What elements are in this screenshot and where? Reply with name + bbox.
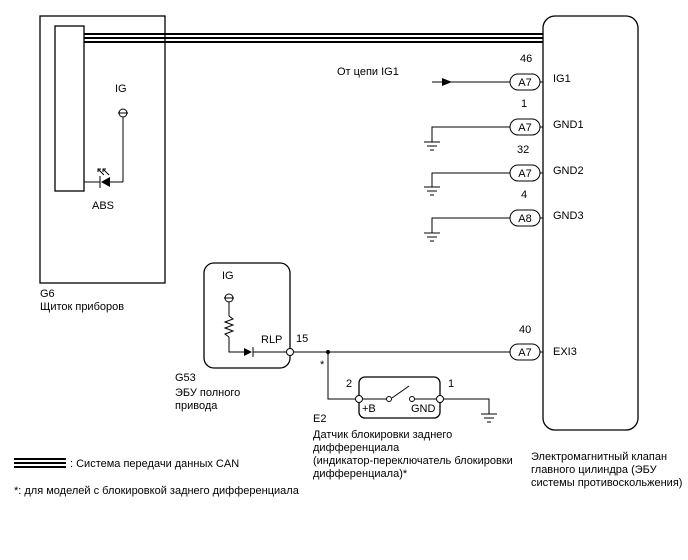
legend-note: *: для моделей с блокировкой заднего диф… — [14, 485, 300, 497]
g53-name-line2: привода — [175, 400, 218, 412]
pin-number-exi3: 40 — [519, 324, 531, 336]
pin-number-gnd3: 4 — [521, 189, 527, 201]
g53-rlp-label: RLP — [261, 334, 282, 346]
e2-name-line2: дифференциала — [313, 442, 400, 454]
pin-number-gnd1: 1 — [521, 98, 527, 110]
e2-pin-1: 1 — [448, 378, 454, 390]
e2-code: E2 — [313, 413, 326, 425]
can-bus-lines — [84, 33, 543, 43]
ecu-name-line2: главного цилиндра (ЭБУ — [531, 464, 658, 476]
connector-a7-gnd2: A7 — [509, 164, 541, 182]
svg-text:A8: A8 — [518, 213, 531, 225]
pin-number-ig1: 46 — [520, 53, 532, 65]
g6-code: G6 — [40, 288, 55, 300]
ig1-arrow-icon — [442, 78, 452, 86]
e2-switch-icon — [363, 385, 436, 402]
connector-a7-gnd1: A7 — [509, 118, 541, 136]
e2-terminal-1 — [436, 395, 444, 403]
ecu-pin-gnd3: GND3 — [553, 210, 584, 222]
connector-a7-ig1: A7 — [509, 73, 541, 91]
g6-abs-label: ABS — [92, 200, 114, 212]
g53-ig-label: IG — [222, 270, 234, 282]
e2-name-line4: дифференциала)* — [313, 468, 408, 480]
e2-terminal-2 — [355, 395, 363, 403]
abs-warning-led-icon — [84, 168, 110, 188]
svg-text:A7: A7 — [518, 347, 531, 359]
connector-a8-gnd3: A8 — [509, 209, 541, 227]
ground-icon-gnd1 — [424, 141, 440, 151]
ecu-name-line1: Электромагнитный клапан — [531, 451, 667, 463]
legend-can-symbol — [14, 458, 66, 468]
g6-name: Щиток приборов — [40, 301, 124, 313]
g53-resistor-icon — [223, 315, 235, 338]
g53-box — [203, 262, 291, 369]
ground-icon-gnd3 — [424, 232, 440, 242]
e2-name-line1: Датчик блокировки заднего — [313, 429, 452, 441]
g6-ig-label: IG — [115, 83, 127, 95]
svg-text:A7: A7 — [518, 122, 531, 134]
ecu-box — [542, 15, 639, 431]
ground-icon-gnd2 — [424, 186, 440, 196]
g6-ig-terminal-icon — [118, 108, 128, 118]
ground-icon-e2 — [481, 413, 497, 423]
svg-text:A7: A7 — [518, 77, 531, 89]
g53-name-line1: ЭБУ полного — [175, 387, 240, 399]
svg-text:A7: A7 — [518, 168, 531, 180]
e2-asterisk: * — [320, 359, 325, 371]
ecu-pin-ig1: IG1 — [553, 73, 571, 85]
e2-pin-2: 2 — [346, 378, 352, 390]
g6-box — [39, 15, 166, 284]
ecu-pin-exi3: EXI3 — [553, 346, 577, 358]
pin-number-gnd2: 32 — [517, 144, 529, 156]
e2-pin-gnd-label: GND — [411, 403, 436, 415]
ecu-pin-gnd1: GND1 — [553, 119, 584, 131]
ecu-name-line3: системы противоскольжения) — [531, 477, 682, 489]
g6-inner-module — [54, 25, 85, 192]
g53-code: G53 — [175, 372, 196, 384]
g53-diode-icon — [244, 347, 254, 357]
g53-terminal-15 — [286, 348, 294, 356]
ig1-source-label: От цепи IG1 — [337, 66, 399, 78]
g53-ig-terminal-icon — [224, 293, 234, 303]
e2-name-line3: (индикатор-переключатель блокировки — [313, 455, 513, 467]
g53-pin-15: 15 — [296, 333, 308, 345]
ecu-pin-gnd2: GND2 — [553, 165, 584, 177]
e2-pin-b-label: +B — [362, 403, 376, 415]
legend-can-label: : Система передачи данных CAN — [70, 458, 239, 470]
connector-a7-exi3: A7 — [509, 343, 541, 361]
